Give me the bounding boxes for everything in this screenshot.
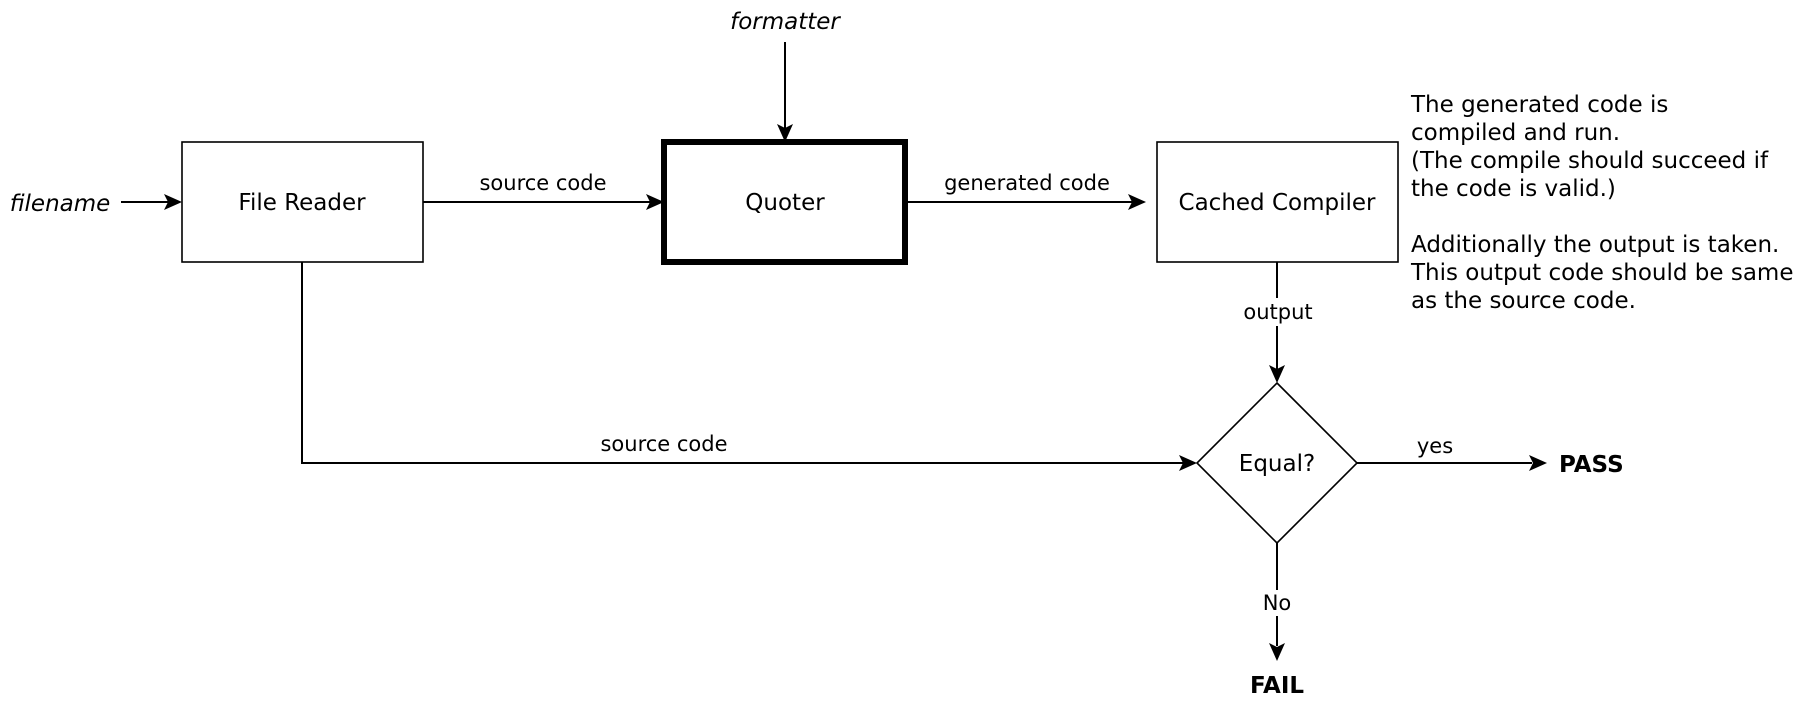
reader-to-quoter-head (646, 194, 664, 210)
note-text: The generated code is compiled and run. … (1410, 92, 1793, 314)
reader-to-equal-head (1179, 455, 1197, 471)
equal-to-pass-label: yes (1417, 434, 1453, 458)
reader-to-quoter-label: source code (479, 171, 606, 195)
formatter-arrow-head (777, 124, 793, 142)
quoter-to-compiler-head (1128, 194, 1146, 210)
file-reader-box (181, 141, 424, 263)
equal-to-fail-label: No (1263, 591, 1292, 615)
filename-arrow-head (164, 194, 182, 210)
compiler-to-equal-label: output (1243, 300, 1312, 324)
note-line: as the source code. (1411, 288, 1636, 314)
equal-to-fail-head (1269, 643, 1285, 661)
formatter-input-label: formatter (730, 9, 841, 35)
filename-input-label: filename (10, 191, 111, 217)
cached-compiler-label: Cached Compiler (1179, 190, 1377, 216)
compiler-to-equal-head (1269, 365, 1285, 383)
quoter-label: Quoter (745, 190, 825, 216)
equal-decision-label: Equal? (1239, 451, 1315, 477)
note-line: compiled and run. (1411, 120, 1620, 146)
reader-to-equal-line (301, 262, 1183, 464)
note-line: This output code should be same (1410, 260, 1793, 286)
reader-to-equal-label: source code (600, 432, 727, 456)
equal-to-pass-head (1529, 455, 1547, 471)
quoter-box (661, 139, 908, 265)
quoter-to-compiler-label: generated code (944, 171, 1110, 195)
note-line: The generated code is (1410, 92, 1668, 118)
file-reader-label: File Reader (238, 190, 366, 216)
note-line: the code is valid.) (1411, 176, 1616, 202)
fail-outcome: FAIL (1250, 673, 1304, 699)
note-line: (The compile should succeed if (1411, 148, 1769, 174)
cached-compiler-box (1156, 141, 1399, 263)
pass-outcome: PASS (1559, 452, 1624, 478)
note-line: Additionally the output is taken. (1411, 232, 1779, 258)
